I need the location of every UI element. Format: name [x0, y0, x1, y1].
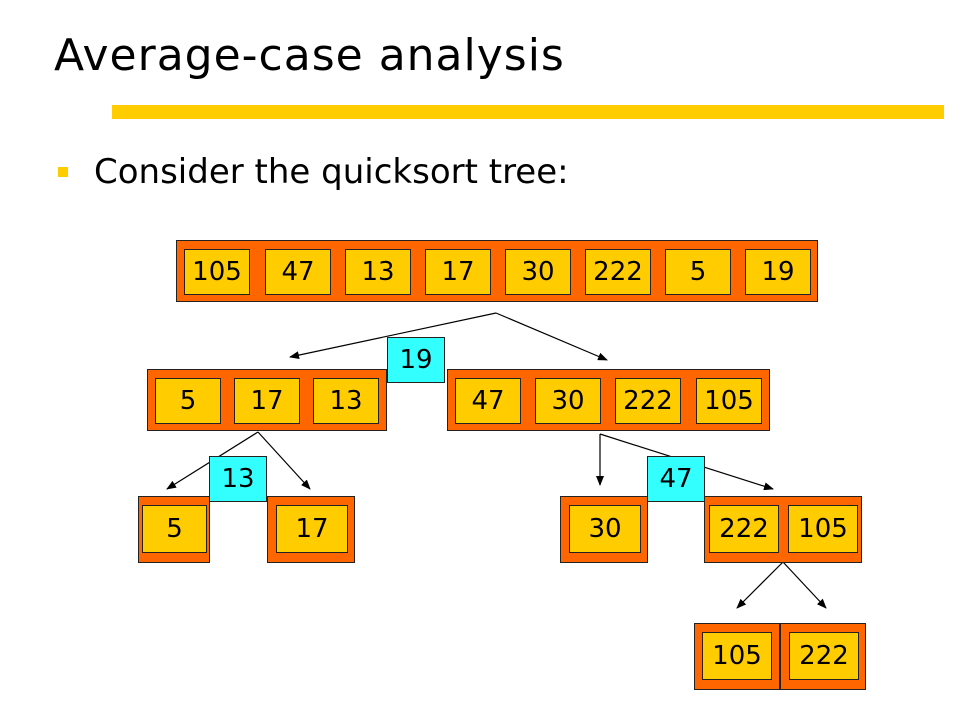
array-cell: 105 [788, 505, 858, 553]
array-cell: 105 [184, 249, 250, 295]
array-cell: 17 [276, 505, 348, 553]
array-cell: 30 [535, 378, 601, 424]
level3-left-array: 105 [694, 623, 780, 690]
arrow-rr-to-right [782, 561, 827, 609]
level2-right-right-array: 222 105 [704, 496, 862, 563]
array-cell: 47 [265, 249, 331, 295]
pivot-box: 13 [209, 456, 267, 502]
array-cell: 222 [585, 249, 651, 295]
array-cell: 5 [665, 249, 731, 295]
bullet-item: Consider the quicksort tree: [58, 150, 569, 194]
array-cell: 17 [425, 249, 491, 295]
title-underline-rule [112, 105, 944, 119]
array-cell: 13 [313, 378, 379, 424]
array-cell: 105 [696, 378, 762, 424]
level2-left-right-array: 17 [267, 496, 355, 563]
pivot-box: 19 [387, 337, 445, 383]
arrow-root-to-right [495, 312, 608, 361]
level2-left-left-array: 5 [138, 496, 210, 563]
array-cell: 13 [345, 249, 411, 295]
array-cell: 47 [455, 378, 521, 424]
array-cell: 222 [709, 505, 779, 553]
arrow-left-to-right [257, 431, 311, 490]
array-cell: 30 [569, 505, 641, 553]
array-cell: 105 [702, 632, 772, 680]
arrow-root-to-left [289, 312, 497, 360]
slide-title: Average-case analysis [54, 30, 565, 81]
pivot-box: 47 [647, 456, 705, 502]
square-bullet-icon [58, 167, 68, 177]
bullet-text: Consider the quicksort tree: [94, 152, 569, 192]
array-cell: 222 [615, 378, 681, 424]
array-cell: 17 [234, 378, 300, 424]
array-cell: 222 [789, 632, 859, 680]
level1-right-array: 47 30 222 105 [447, 369, 770, 431]
level3-right-array: 222 [780, 623, 866, 690]
level1-left-array: 5 17 13 [147, 369, 387, 431]
array-cell: 5 [142, 505, 207, 553]
array-cell: 5 [155, 378, 221, 424]
array-cell: 30 [505, 249, 571, 295]
root-array: 105 47 13 17 30 222 5 19 [176, 240, 818, 302]
level2-right-left-array: 30 [560, 496, 648, 563]
arrow-rr-to-left [736, 561, 784, 609]
array-cell: 19 [745, 249, 811, 295]
